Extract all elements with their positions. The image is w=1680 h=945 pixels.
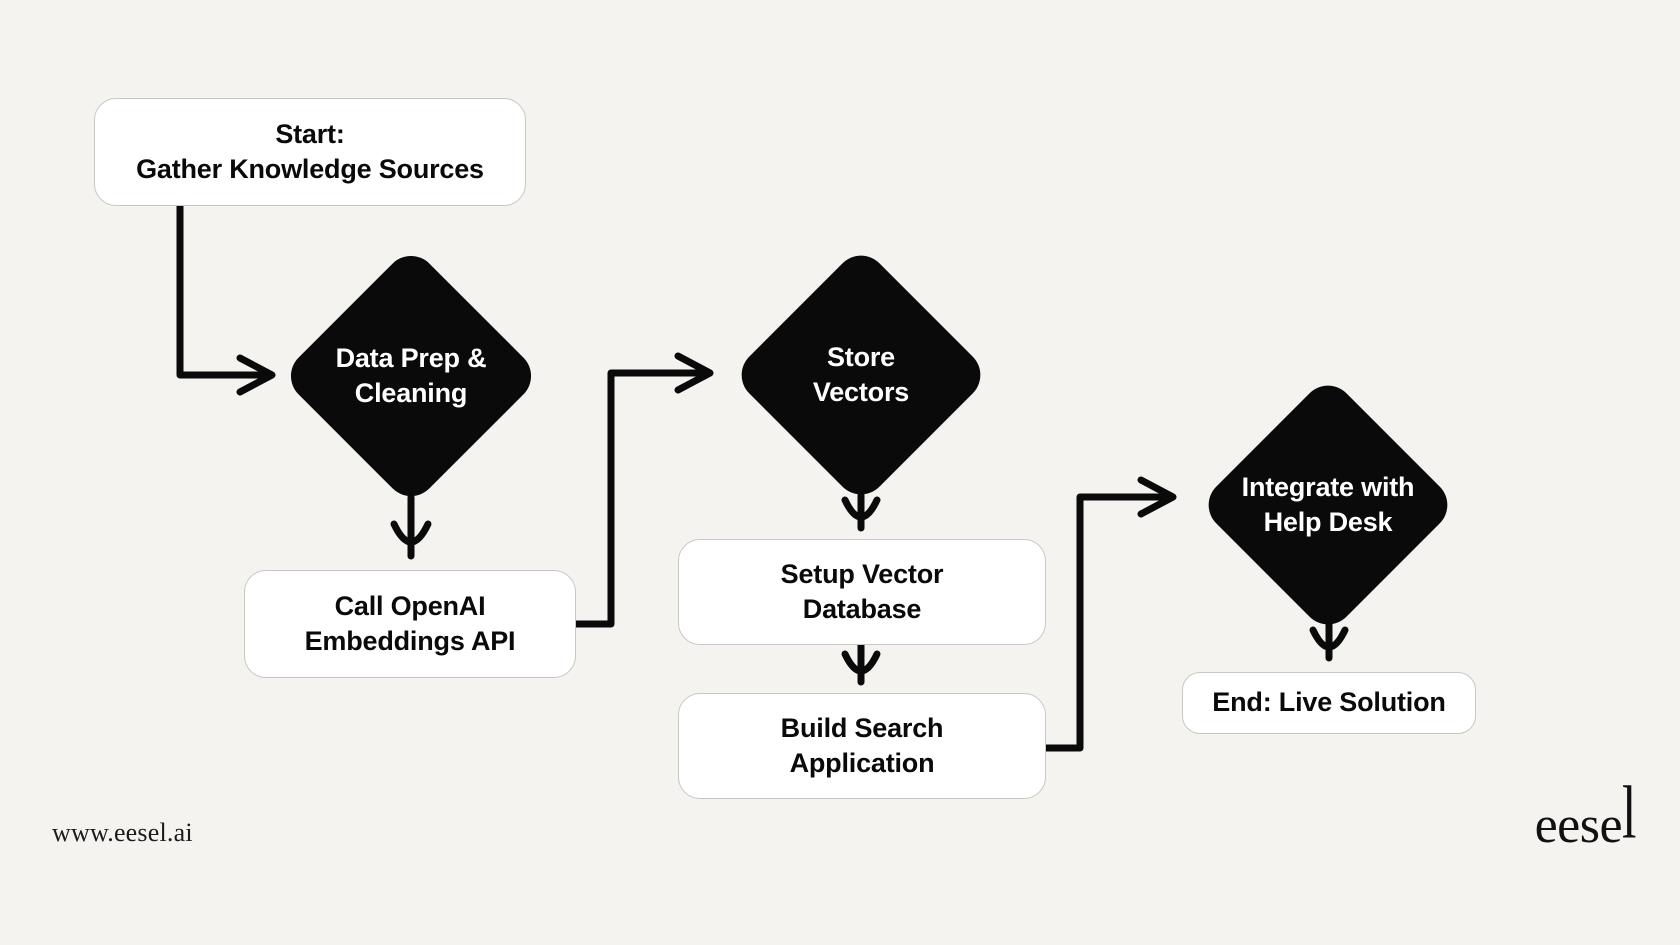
node-store-vectors-line2: Vectors	[812, 377, 910, 407]
node-start[interactable]: Start: Gather Knowledge Sources	[94, 98, 526, 206]
edge-build-search-app-to-integrate	[1042, 476, 1177, 752]
node-integrate-help-desk-label: Integrate with Help Desk	[1242, 470, 1415, 540]
node-store-vectors-line1: Store	[826, 341, 895, 372]
node-integrate-help-desk-line1: Integrate with	[1241, 471, 1415, 502]
footer-website-url: www.eesel.ai	[52, 818, 193, 847]
node-build-search-app-label: Build Search Application	[763, 711, 962, 781]
node-setup-vector-db-line1: Setup Vector	[780, 558, 944, 589]
node-store-vectors[interactable]: Store Vectors	[730, 244, 992, 506]
eesel-logo-tail: l	[1622, 772, 1636, 855]
node-end-live-solution-line1: End: Live Solution	[1212, 687, 1446, 718]
node-store-vectors-label: Store Vectors	[813, 340, 909, 410]
node-build-search-app-line2: Application	[789, 748, 935, 778]
node-call-openai-label: Call OpenAI Embeddings API	[287, 589, 534, 659]
node-integrate-help-desk[interactable]: Integrate with Help Desk	[1197, 374, 1459, 636]
node-setup-vector-db[interactable]: Setup Vector Database	[678, 539, 1046, 645]
node-data-prep[interactable]: Data Prep & Cleaning	[280, 245, 542, 507]
node-data-prep-line1: Data Prep &	[335, 342, 487, 373]
node-build-search-app[interactable]: Build Search Application	[678, 693, 1046, 799]
node-call-openai[interactable]: Call OpenAI Embeddings API	[244, 570, 576, 678]
node-start-line2: Gather Knowledge Sources	[136, 154, 484, 184]
node-end-live-solution[interactable]: End: Live Solution	[1182, 672, 1476, 734]
node-setup-vector-db-label: Setup Vector Database	[763, 557, 962, 627]
node-data-prep-label: Data Prep & Cleaning	[336, 341, 487, 411]
node-start-label: Start: Gather Knowledge Sources	[118, 117, 502, 187]
node-start-line1: Start:	[275, 118, 345, 149]
edge-start-to-data-prep	[176, 202, 276, 396]
node-integrate-help-desk-line2: Help Desk	[1263, 507, 1393, 537]
node-call-openai-line2: Embeddings API	[304, 626, 516, 656]
edge-setup-vector-db-to-build-search-app	[841, 641, 881, 686]
node-data-prep-line2: Cleaning	[354, 378, 468, 408]
node-end-live-solution-label: End: Live Solution	[1194, 685, 1463, 720]
node-setup-vector-db-line2: Database	[802, 594, 922, 624]
node-call-openai-line1: Call OpenAI	[334, 590, 486, 621]
eesel-logo-main: eese	[1534, 797, 1623, 854]
node-build-search-app-line1: Build Search	[780, 712, 944, 743]
